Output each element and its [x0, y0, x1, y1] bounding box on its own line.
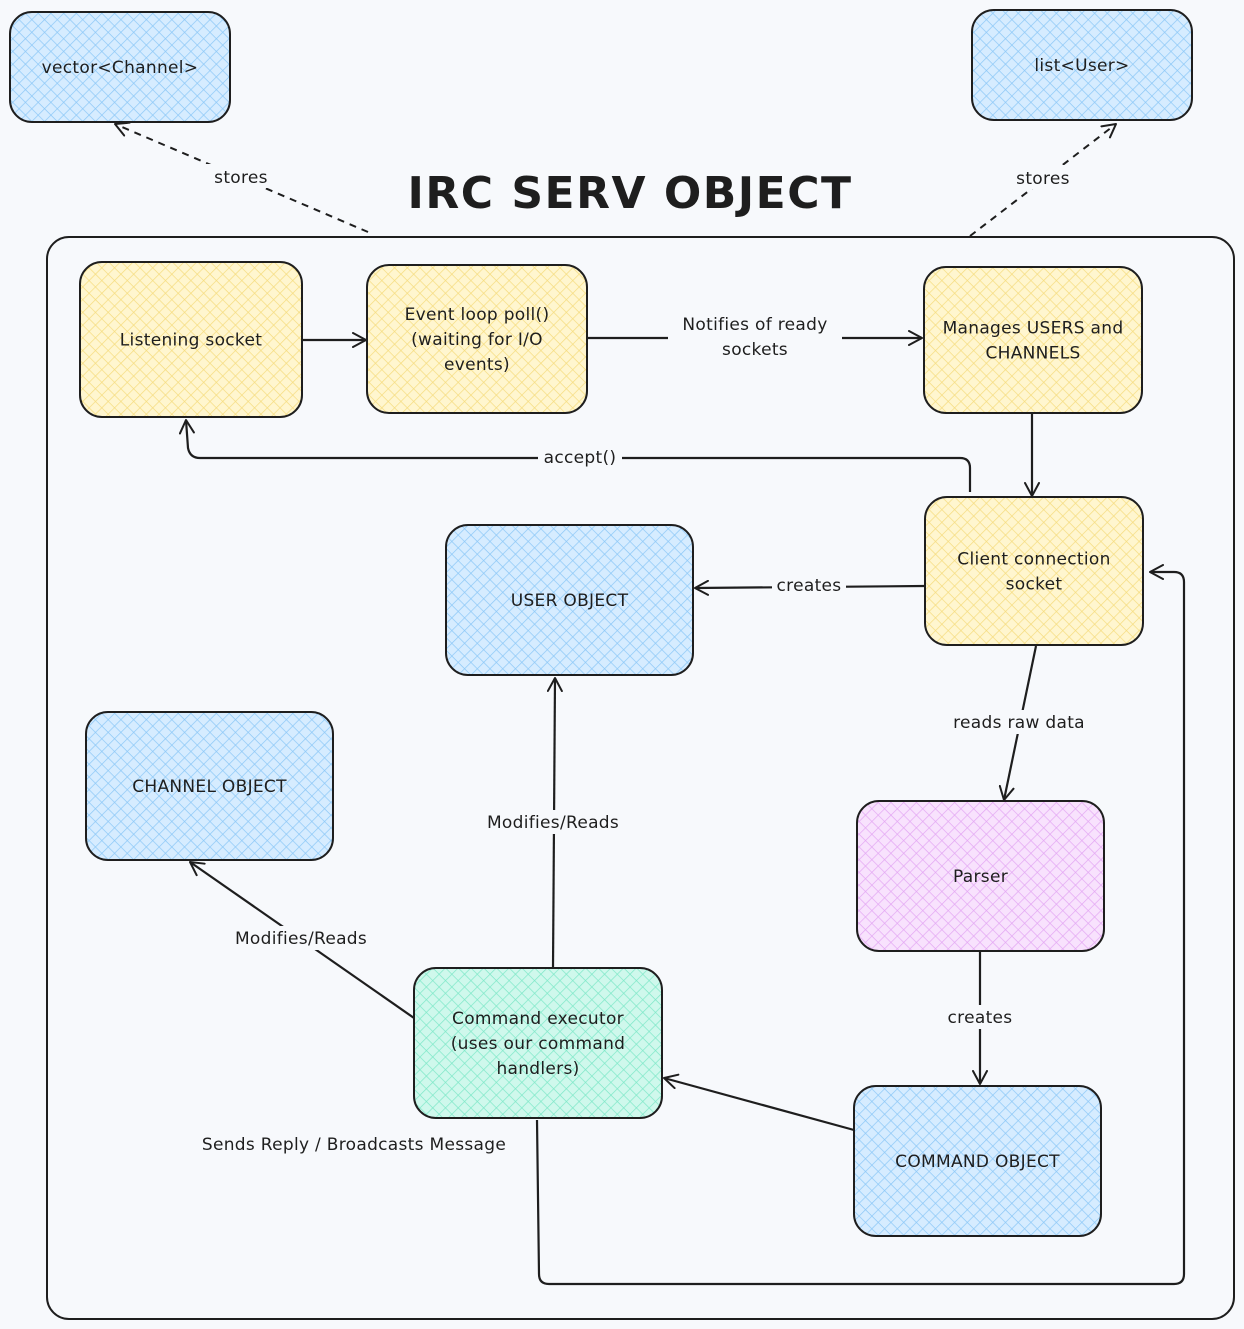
node-label: vector<Channel>	[42, 58, 199, 78]
node-vector-channel: vector<Channel>	[9, 11, 231, 123]
node-command-executor: Command executor (uses our command handler…	[413, 967, 663, 1119]
node-label: Command executor	[452, 1009, 624, 1029]
node-box	[853, 1085, 1102, 1237]
node-label: COMMAND OBJECT	[895, 1152, 1060, 1172]
node-box	[971, 9, 1193, 121]
node-box	[856, 800, 1105, 952]
node-label: events)	[444, 355, 510, 375]
node-box	[924, 496, 1144, 646]
node-label: socket	[1006, 575, 1063, 595]
edge-creates-user: creates	[694, 574, 925, 598]
node-listening-socket: Listening socket	[79, 261, 303, 418]
node-list-user: list<User>	[971, 9, 1193, 121]
edge-sends-reply: Sends Reply / Broadcasts Message	[202, 564, 1186, 1286]
node-box	[445, 524, 694, 676]
node-label: list<User>	[1034, 56, 1129, 76]
node-box	[79, 261, 303, 418]
edge-creates-command: creates	[942, 952, 1018, 1085]
node-label: (uses our command	[451, 1034, 626, 1054]
node-box	[413, 967, 663, 1119]
node-event-loop: Event loop poll() (waiting for I/O events)	[366, 264, 588, 414]
node-channel-object: CHANNEL OBJECT	[85, 711, 334, 861]
node-client-socket: Client connection socket	[924, 496, 1144, 646]
edge-notifies: Notifies of ready sockets	[588, 310, 923, 362]
edge-label-notifies-1: Notifies of ready	[682, 315, 827, 335]
node-label: USER OBJECT	[511, 591, 629, 611]
edge-stores-right: stores	[969, 123, 1117, 237]
edge-label-creates-user: creates	[777, 576, 842, 596]
edge-accept: accept()	[178, 419, 972, 492]
edge-label-notifies-2: sockets	[722, 340, 788, 360]
edge-command-to-executor	[663, 1073, 855, 1132]
node-user-object: USER OBJECT	[445, 524, 694, 676]
node-parser: Parser	[856, 800, 1105, 952]
edge-label-reads-raw: reads raw data	[953, 713, 1085, 733]
node-command-object: COMMAND OBJECT	[853, 1085, 1102, 1237]
edge-modifies-user: Modifies/Reads	[476, 677, 630, 969]
edge-label-sends-reply: Sends Reply / Broadcasts Message	[202, 1135, 506, 1155]
edge-label-modifies-channel: Modifies/Reads	[235, 929, 367, 949]
node-label: Client connection	[957, 550, 1110, 570]
edge-modifies-channel: Modifies/Reads	[189, 861, 415, 1019]
node-label: CHANNELS	[985, 344, 1080, 364]
edge-label-modifies-user: Modifies/Reads	[487, 813, 619, 833]
node-box	[85, 711, 334, 861]
edge-label-accept: accept()	[544, 448, 617, 468]
server-container	[46, 236, 1235, 1320]
node-box	[366, 264, 588, 414]
edge-reads-raw: reads raw data	[944, 645, 1096, 801]
edge-stores-left: stores	[114, 121, 369, 233]
node-label: Event loop poll()	[405, 305, 550, 325]
node-label: Parser	[953, 867, 1008, 887]
node-label: handlers)	[496, 1059, 579, 1079]
node-label: CHANNEL OBJECT	[132, 777, 287, 797]
edge-label-stores-right: stores	[1016, 169, 1070, 189]
node-label: (waiting for I/O	[411, 330, 543, 350]
node-label: Listening socket	[120, 331, 262, 351]
edge-label-stores-left: stores	[214, 168, 268, 188]
node-box	[923, 266, 1143, 414]
node-label: Manages USERS and	[943, 319, 1124, 339]
node-box	[9, 11, 231, 123]
edge-label-creates-command: creates	[948, 1008, 1013, 1028]
diagram-title: IRC SERV OBJECT	[407, 168, 852, 219]
